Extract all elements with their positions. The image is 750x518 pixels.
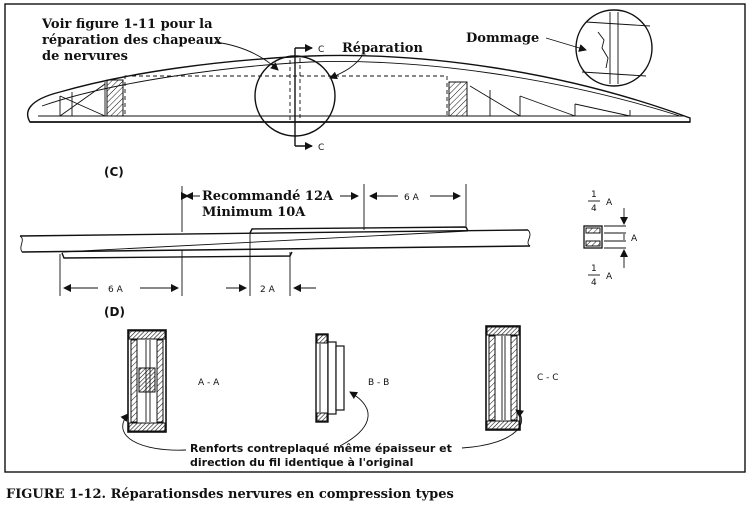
recommande-label: Recommandé 12A: [202, 189, 334, 204]
voir-figure-leader: [214, 41, 279, 71]
thickness-section: [583, 200, 628, 276]
section-c-top-label: C: [318, 45, 324, 55]
figure-caption: FIGURE 1-12. Réparationsdes nervures en …: [6, 487, 454, 502]
section-cc-label: C - C: [537, 373, 559, 383]
fraction-bottom-denominator: 4: [591, 278, 597, 288]
right-gusset: [448, 81, 468, 117]
fraction-bottom-a: A: [606, 272, 613, 282]
view-c-label: (C): [104, 165, 124, 179]
renforts-leader-middle: [339, 391, 369, 447]
section-c-bottom-label: C: [318, 143, 324, 153]
reparation-label: Réparation: [342, 41, 423, 56]
section-bb-label: B - B: [368, 378, 389, 388]
wing-rib-drawing: C C: [26, 9, 691, 153]
dim-2a: 2 A: [260, 285, 276, 295]
view-d-label: (D): [104, 305, 125, 319]
dim-6a-top: 6 A: [404, 193, 420, 203]
minimum-label: Minimum 10A: [202, 205, 306, 220]
fraction-top-a: A: [606, 198, 613, 208]
voir-figure-note: Voir figure 1-11 pour la réparation des …: [41, 17, 226, 64]
scarf-joint-drawing: [19, 184, 531, 296]
dommage-label: Dommage: [466, 31, 539, 46]
renforts-note: Renforts contreplaqué même épaisseur et …: [190, 442, 456, 469]
left-gusset: [106, 79, 124, 117]
repair-region-outline: [124, 75, 448, 117]
fraction-top-denominator: 4: [591, 204, 597, 214]
reparation-leader: [329, 55, 363, 80]
fraction-mid-a: A: [631, 234, 638, 244]
dim-6a-bottom: 6 A: [108, 285, 124, 295]
fraction-top-numerator: 1: [591, 190, 597, 200]
section-aa-label: A - A: [198, 378, 220, 388]
section-cc-drawing: [485, 325, 521, 431]
figure-border: [4, 3, 746, 473]
section-bb-drawing: [315, 333, 345, 423]
renforts-leader-left: [120, 413, 187, 451]
damage-detail-circle: [575, 9, 653, 87]
dommage-leader: [545, 37, 587, 52]
renforts-leader-right: [461, 409, 525, 449]
fraction-bottom-numerator: 1: [591, 264, 597, 274]
section-aa-drawing: [127, 329, 167, 433]
